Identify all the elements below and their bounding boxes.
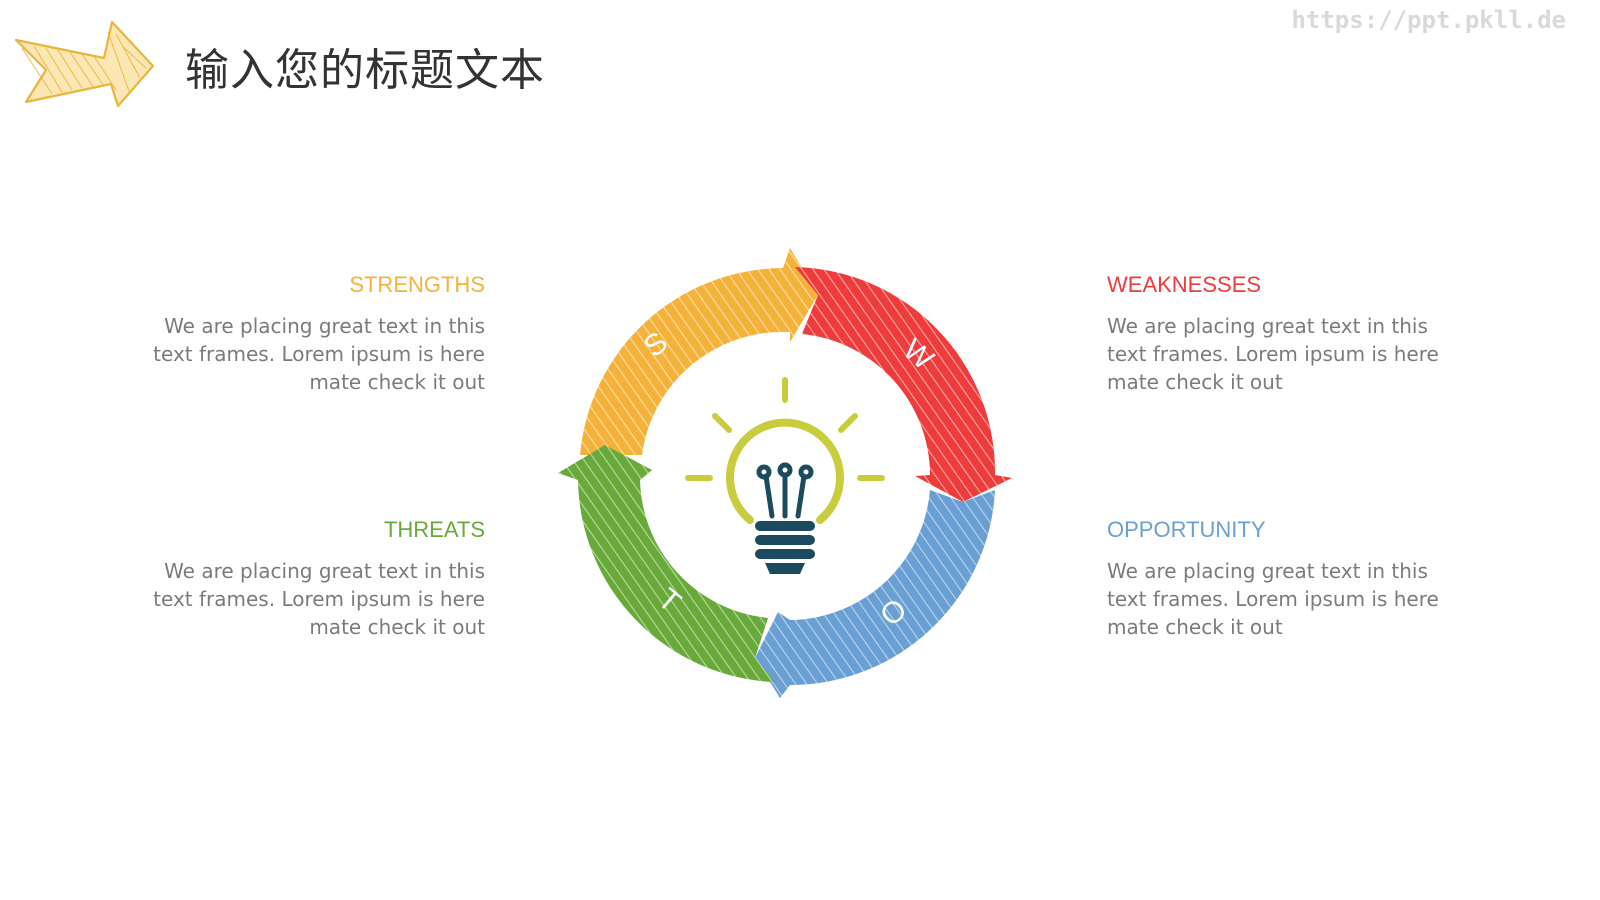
arrow-right-icon xyxy=(12,18,157,110)
swot-cycle-svg: S W O T xyxy=(558,248,1012,698)
strengths-body: We are placing great text in this text f… xyxy=(153,314,485,394)
lightbulb-icon xyxy=(685,377,885,574)
strengths-title: STRENGTHS xyxy=(349,272,485,297)
weaknesses-block: WEAKNESSES We are placing great text in … xyxy=(1107,272,1452,396)
threats-body: We are placing great text in this text f… xyxy=(153,559,485,639)
page-title: 输入您的标题文本 xyxy=(185,45,545,96)
opportunity-block: OPPORTUNITY We are placing great text in… xyxy=(1107,517,1452,641)
watermark-url: https://ppt.pkll.de xyxy=(1291,6,1566,34)
strengths-segment xyxy=(580,248,818,455)
threats-segment xyxy=(558,445,775,682)
weaknesses-title: WEAKNESSES xyxy=(1107,272,1262,297)
weaknesses-body: We are placing great text in this text f… xyxy=(1107,314,1439,394)
opportunity-body: We are placing great text in this text f… xyxy=(1107,559,1439,639)
opportunity-segment xyxy=(755,490,995,698)
threats-title: THREATS xyxy=(383,517,485,542)
opportunity-title: OPPORTUNITY xyxy=(1107,517,1266,542)
strengths-block: STRENGTHS We are placing great text in t… xyxy=(140,272,485,396)
swot-cycle-diagram: S W O T xyxy=(550,240,1050,710)
threats-block: THREATS We are placing great text in thi… xyxy=(140,517,485,641)
weaknesses-segment xyxy=(795,267,1012,502)
